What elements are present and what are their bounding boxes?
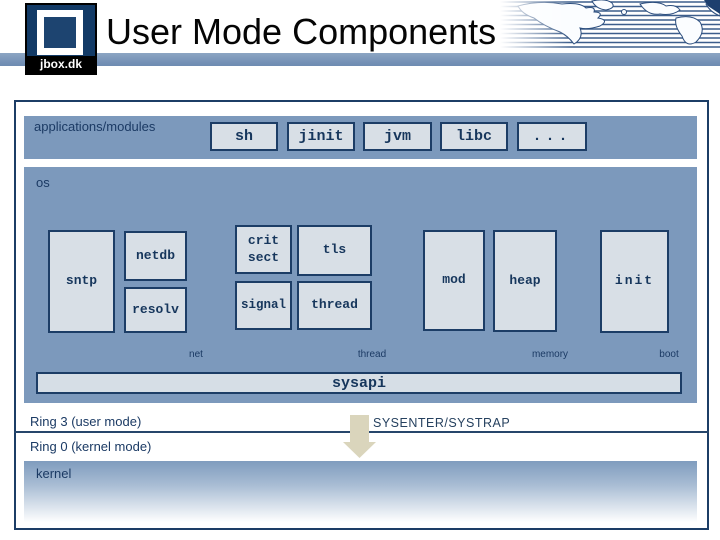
os-module-tls: tls xyxy=(297,225,372,276)
logo-square-icon xyxy=(37,10,83,55)
os-module-sntp: sntp xyxy=(48,230,115,333)
ring0-label: Ring 0 (kernel mode) xyxy=(30,439,152,454)
app-module-libc: libc xyxy=(440,122,508,151)
group-label-boot: boot xyxy=(659,349,679,360)
os-module-crit-sect: crit sect xyxy=(235,225,292,274)
applications-layer-label: applications/modules xyxy=(34,119,156,134)
group-label-thread: thread xyxy=(357,349,387,360)
os-layer-label: os xyxy=(36,175,50,190)
ring3-label: Ring 3 (user mode) xyxy=(30,414,142,429)
down-arrow-icon xyxy=(343,415,376,458)
header-divider-bar xyxy=(0,53,720,66)
kernel-layer-box xyxy=(24,461,697,525)
app-module-ellipsis: ... xyxy=(517,122,587,151)
sysapi-bar: sysapi xyxy=(36,372,682,394)
os-module-heap: heap xyxy=(493,230,557,332)
sysenter-systrap-label: SYSENTER/SYSTRAP xyxy=(373,416,511,430)
app-module-jinit: jinit xyxy=(287,122,355,151)
os-module-netdb: netdb xyxy=(124,231,187,281)
app-module-jvm: jvm xyxy=(363,122,432,151)
group-label-memory: memory xyxy=(531,349,569,360)
os-module-mod: mod xyxy=(423,230,485,331)
group-label-net: net xyxy=(189,349,203,360)
jbox-logo: jbox.dk xyxy=(25,3,97,75)
os-module-resolv: resolv xyxy=(124,287,187,333)
os-module-init: init xyxy=(600,230,669,333)
os-module-thread: thread xyxy=(297,281,372,330)
logo-text: jbox.dk xyxy=(27,56,95,73)
kernel-layer-label: kernel xyxy=(36,466,72,481)
slide-title: User Mode Components xyxy=(106,11,497,52)
os-module-signal: signal xyxy=(235,281,292,330)
world-map-icon xyxy=(500,0,720,52)
app-module-sh: sh xyxy=(210,122,278,151)
